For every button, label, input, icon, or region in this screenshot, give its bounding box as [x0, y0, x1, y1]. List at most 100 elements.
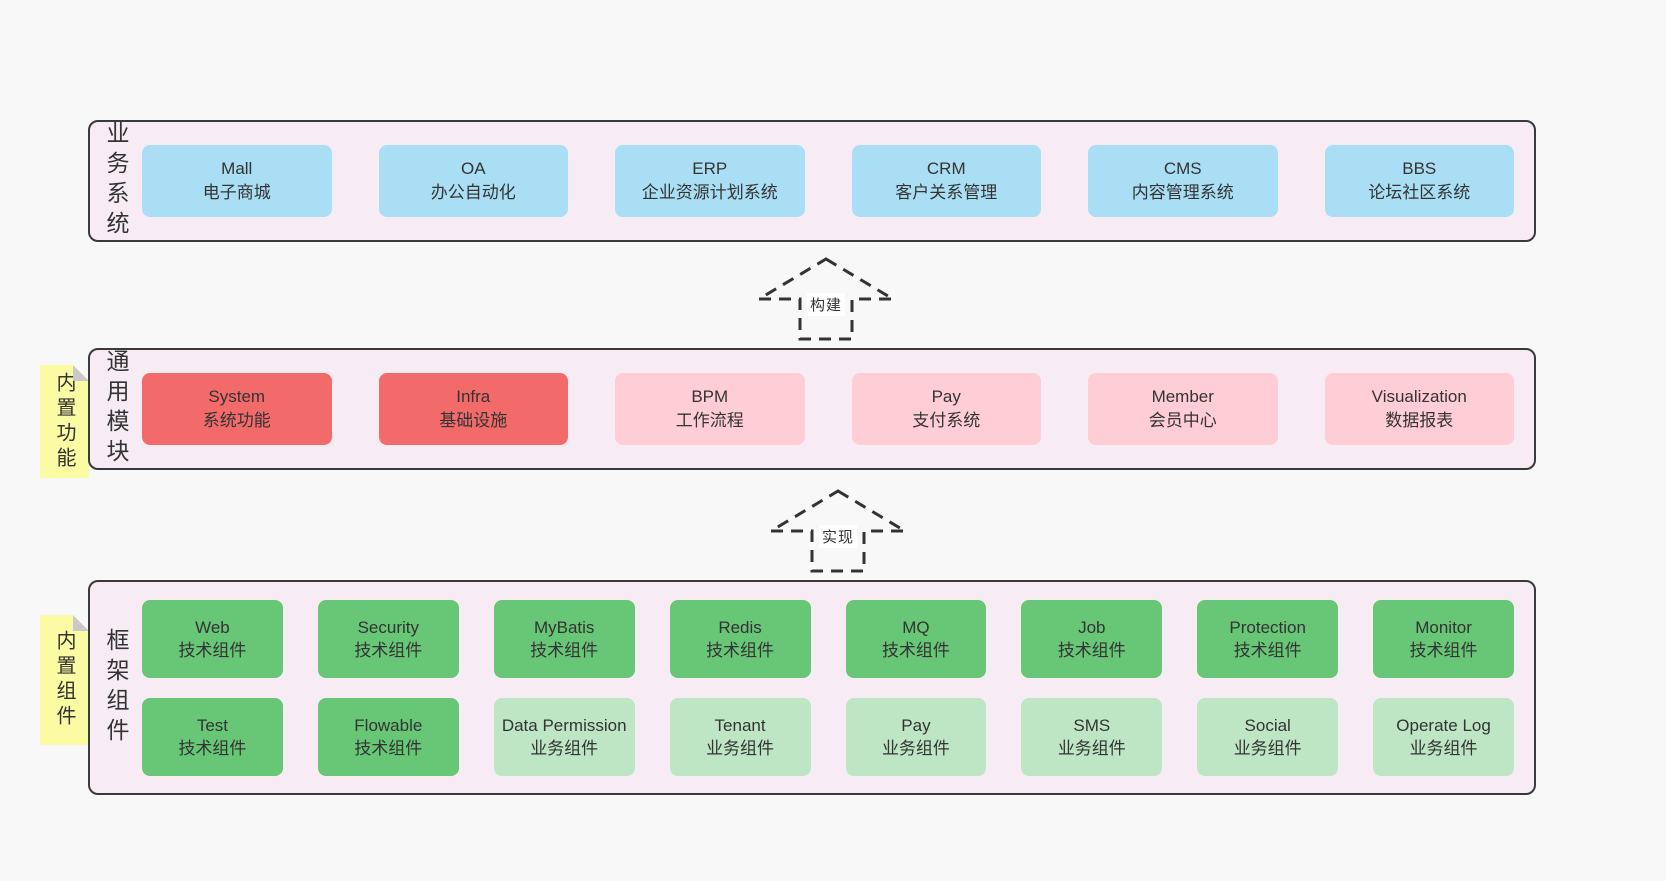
- box-title: Security: [357, 617, 420, 637]
- box-title: BPM: [691, 387, 729, 406]
- box-title: BBS: [1402, 159, 1437, 178]
- box-title: SMS: [1073, 715, 1111, 735]
- box-subtitle: 支付系统: [912, 411, 981, 430]
- box-mall: Mall 电子商城: [142, 145, 332, 217]
- box-subtitle: 基础设施: [439, 411, 508, 430]
- box-operate-log: Operate Log 业务组件: [1373, 697, 1514, 776]
- section-body-modules: System 系统功能 Infra 基础设施 BPM 工作流程 Pay 支付系统…: [142, 350, 1534, 468]
- components-row-2: Test 技术组件 Flowable 技术组件 Data Permission …: [142, 697, 1514, 776]
- box-title: Data Permission: [501, 715, 627, 735]
- box-subtitle: 技术组件: [1409, 640, 1478, 660]
- box-social: Social 业务组件: [1197, 697, 1339, 776]
- box-subtitle: 业务组件: [1233, 738, 1302, 758]
- box-redis: Redis 技术组件: [669, 599, 811, 678]
- box-title: Pay: [931, 387, 961, 406]
- box-visualization: Visualization 数据报表: [1324, 373, 1514, 445]
- box-subtitle: 系统功能: [202, 411, 271, 430]
- sticky-note-built-in-components: 内置组件: [40, 615, 89, 745]
- box-subtitle: 电子商城: [202, 183, 271, 202]
- box-oa: OA 办公自动化: [378, 145, 568, 217]
- box-subtitle: 论坛社区系统: [1368, 183, 1471, 202]
- box-protection: Protection 技术组件: [1197, 599, 1339, 678]
- box-subtitle: 业务组件: [1409, 738, 1478, 758]
- box-bpm: BPM 工作流程: [615, 373, 805, 445]
- box-flowable: Flowable 技术组件: [317, 697, 459, 776]
- box-title: ERP: [692, 159, 728, 178]
- sticky-note-built-in-features: 内置功能: [40, 365, 89, 478]
- box-title: Member: [1151, 387, 1214, 406]
- box-title: Test: [196, 715, 229, 735]
- box-title: Infra: [456, 387, 491, 406]
- box-title: Web: [195, 617, 230, 637]
- section-label-modules: 通用模块: [90, 349, 142, 469]
- section-body-components: Web 技术组件 Security 技术组件 MyBatis 技术组件 Redi…: [142, 582, 1534, 793]
- section-label-text: 框架组件: [103, 627, 129, 748]
- box-crm: CRM 客户关系管理: [851, 145, 1041, 217]
- box-subtitle: 会员中心: [1148, 411, 1217, 430]
- box-cms: CMS 内容管理系统: [1088, 145, 1278, 217]
- box-subtitle: 数据报表: [1385, 411, 1454, 430]
- section-framework-components: 框架组件 Web 技术组件 Security 技术组件 MyBatis 技术组件…: [88, 580, 1536, 795]
- box-subtitle: 技术组件: [1233, 640, 1302, 660]
- box-title: Redis: [718, 617, 762, 637]
- box-infra: Infra 基础设施: [378, 373, 568, 445]
- box-title: Job: [1078, 617, 1106, 637]
- box-sms: SMS 业务组件: [1021, 697, 1163, 776]
- box-mybatis: MyBatis 技术组件: [493, 599, 635, 678]
- business-row: Mall 电子商城 OA 办公自动化 ERP 企业资源计划系统 CRM 客户关系…: [142, 145, 1514, 217]
- box-mq: MQ 技术组件: [845, 599, 987, 678]
- section-label-business: 业务系统: [90, 121, 142, 241]
- box-monitor: Monitor 技术组件: [1373, 599, 1514, 678]
- box-title: Monitor: [1415, 617, 1472, 637]
- box-subtitle: 技术组件: [881, 640, 950, 660]
- box-title: System: [208, 387, 266, 406]
- box-title: Social: [1244, 715, 1291, 735]
- box-subtitle: 技术组件: [178, 738, 247, 758]
- box-subtitle: 业务组件: [706, 738, 775, 758]
- box-title: Flowable: [354, 715, 423, 735]
- box-subtitle: 技术组件: [530, 640, 599, 660]
- box-tenant: Tenant 业务组件: [669, 697, 811, 776]
- arrow-label: 构建: [806, 293, 846, 316]
- box-subtitle: 客户关系管理: [895, 183, 998, 202]
- box-title: Pay: [901, 715, 931, 735]
- section-body-business: Mall 电子商城 OA 办公自动化 ERP 企业资源计划系统 CRM 客户关系…: [142, 122, 1534, 240]
- modules-row: System 系统功能 Infra 基础设施 BPM 工作流程 Pay 支付系统…: [142, 373, 1514, 445]
- box-title: Operate Log: [1396, 715, 1491, 735]
- box-member: Member 会员中心: [1088, 373, 1278, 445]
- box-title: Visualization: [1371, 387, 1467, 406]
- box-erp: ERP 企业资源计划系统: [615, 145, 805, 217]
- box-title: OA: [460, 159, 486, 178]
- components-row-1: Web 技术组件 Security 技术组件 MyBatis 技术组件 Redi…: [142, 599, 1514, 678]
- sticky-note-text: 内置功能: [53, 371, 75, 472]
- sticky-note-text: 内置组件: [53, 630, 75, 730]
- box-pay-module: Pay 支付系统: [851, 373, 1041, 445]
- section-label-components: 框架组件: [90, 582, 142, 793]
- box-subtitle: 技术组件: [178, 640, 247, 660]
- box-title: MQ: [902, 617, 930, 637]
- box-test: Test 技术组件: [142, 697, 283, 776]
- box-title: Protection: [1229, 617, 1306, 637]
- box-subtitle: 技术组件: [1057, 640, 1126, 660]
- box-subtitle: 工作流程: [675, 411, 744, 430]
- box-subtitle: 办公自动化: [430, 183, 516, 202]
- section-label-text: 业务系统: [103, 121, 129, 241]
- box-job: Job 技术组件: [1021, 599, 1163, 678]
- box-bbs: BBS 论坛社区系统: [1324, 145, 1514, 217]
- box-title: CMS: [1163, 159, 1202, 178]
- box-title: MyBatis: [533, 617, 595, 637]
- arrow-label: 实现: [818, 525, 858, 548]
- box-subtitle: 技术组件: [354, 738, 423, 758]
- box-system: System 系统功能: [142, 373, 332, 445]
- section-common-modules: 通用模块 System 系统功能 Infra 基础设施 BPM 工作流程 Pay…: [88, 348, 1536, 470]
- arrow-up-implement: 实现: [768, 488, 908, 574]
- box-title: CRM: [926, 159, 966, 178]
- box-subtitle: 技术组件: [706, 640, 775, 660]
- box-subtitle: 业务组件: [530, 738, 599, 758]
- box-title: Tenant: [714, 715, 766, 735]
- box-subtitle: 企业资源计划系统: [641, 183, 778, 202]
- box-data-permission: Data Permission 业务组件: [493, 697, 635, 776]
- box-web: Web 技术组件: [142, 599, 283, 678]
- arrow-up-build: 构建: [756, 256, 896, 342]
- section-label-text: 通用模块: [103, 349, 129, 469]
